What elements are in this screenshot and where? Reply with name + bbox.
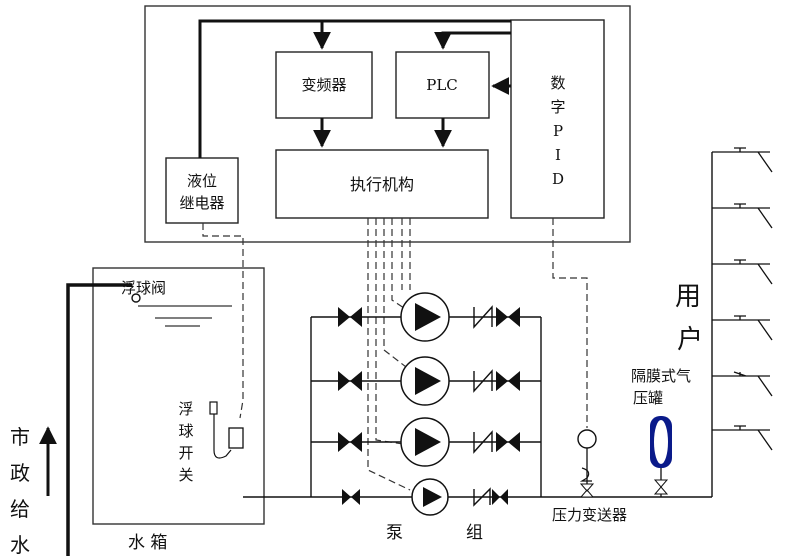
float-switch-cable (213, 414, 232, 459)
signal-lines (202, 218, 588, 491)
pump-group-label-2: 组 (466, 523, 483, 543)
level-relay-label: 液位继电器 (179, 172, 224, 212)
plc-label: PLC (426, 76, 458, 94)
gate-valve-8 (492, 489, 508, 505)
float-valve (131, 293, 141, 303)
inverter-label: 变频器 (301, 76, 346, 94)
water-level-mark (138, 305, 232, 327)
users-label-1: 用 (675, 282, 701, 312)
water-tank-label: 水 箱 (128, 533, 167, 553)
pump-3 (400, 417, 450, 467)
actuator-label: 执行机构 (350, 175, 414, 194)
pump-2 (400, 356, 450, 406)
float-switch-ball (209, 401, 218, 415)
actuator-block: 执行机构 (275, 149, 489, 219)
inverter-block: 变频器 (275, 51, 373, 119)
pump-1 (400, 292, 450, 342)
gate-valve-3 (338, 432, 362, 452)
pressure-transmitter-label: 压力变送器 (552, 506, 627, 524)
pump-group-label-1: 泵 (386, 523, 403, 543)
pump-small (411, 478, 449, 516)
gate-valve-2 (338, 371, 362, 391)
user-taps (712, 147, 773, 451)
supply-label: 市政给水 (10, 425, 30, 557)
float-switch-body (228, 427, 244, 449)
gate-valve-7 (496, 432, 520, 452)
supply-inlet-pipe (66, 283, 132, 556)
gate-valve-4 (342, 489, 360, 505)
plc-block: PLC (395, 51, 490, 119)
users-label-2: 户 (677, 325, 703, 355)
water-tank (92, 267, 265, 525)
check-valves (473, 305, 493, 507)
gate-valve-5 (496, 307, 520, 327)
diaphragm-tank-label-2: 压罐 (633, 389, 663, 407)
level-relay-block: 液位继电器 (165, 157, 239, 224)
diaphragm-pressure-tank (650, 416, 672, 497)
control-arrows (198, 19, 511, 158)
float-switch-label: 浮球开关 (178, 400, 193, 484)
gate-valves (338, 307, 520, 505)
float-valve-label: 浮球阀 (121, 279, 166, 297)
gate-valve-1 (338, 307, 362, 327)
pressure-transmitter (577, 429, 597, 498)
gate-valve-6 (496, 371, 520, 391)
diaphragm-tank-label-1: 隔膜式气 (631, 367, 691, 385)
